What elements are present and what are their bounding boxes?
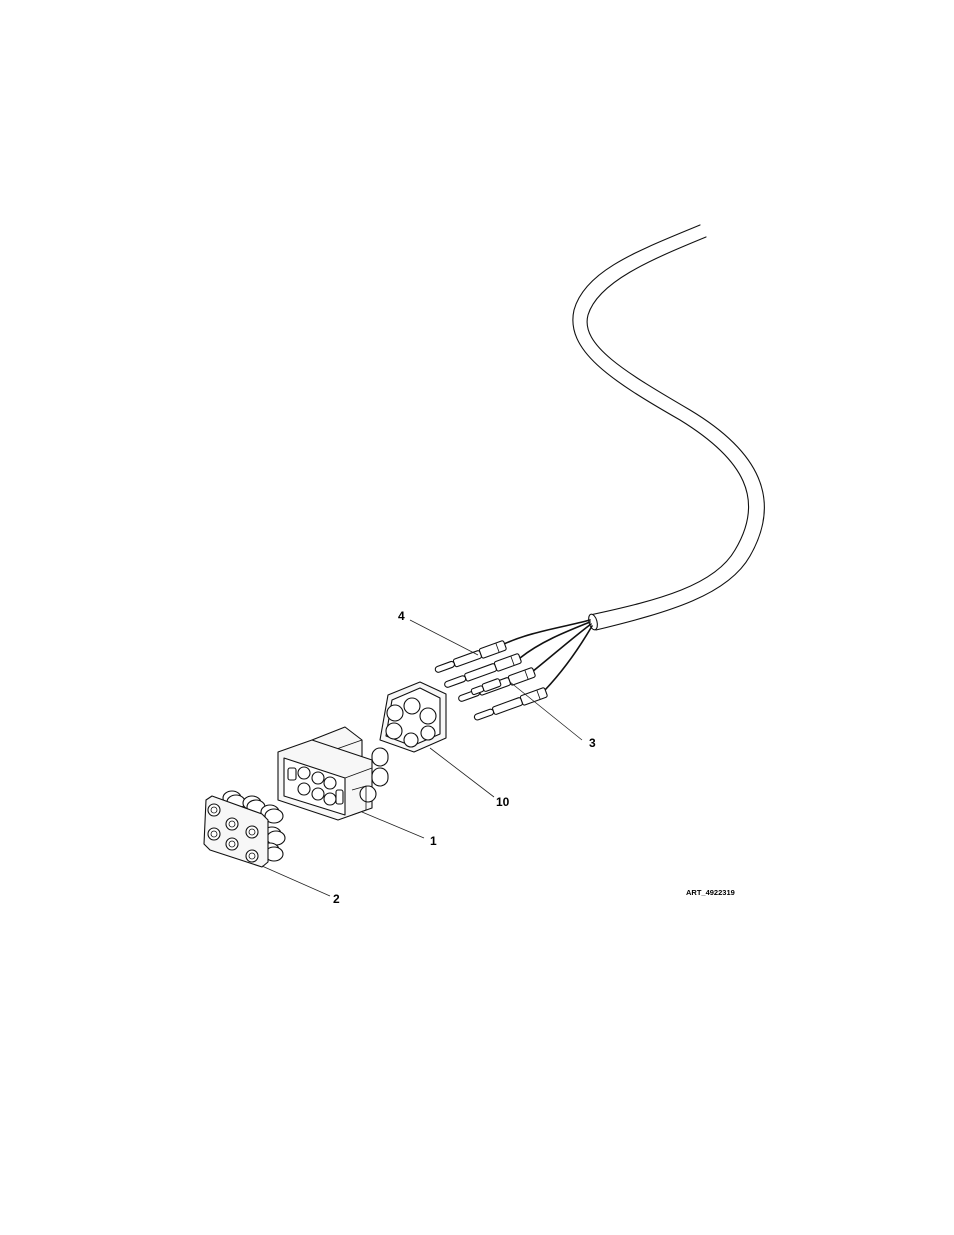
- callout-3: 3: [589, 736, 596, 750]
- connector-housing: [278, 727, 388, 820]
- grommet-plate: [204, 791, 285, 867]
- leader-4: [410, 620, 478, 655]
- leader-10: [430, 748, 494, 797]
- callout-2: 2: [333, 892, 340, 906]
- seal-plate: [380, 682, 446, 752]
- leader-1: [362, 812, 424, 838]
- cable: [573, 225, 765, 631]
- callout-4: 4: [398, 609, 405, 623]
- art-reference-label: ART_4922319: [686, 888, 735, 897]
- contacts: [434, 640, 548, 722]
- callouts: 4 3 10 1 2 ART_4922319: [333, 609, 735, 906]
- leader-2: [262, 866, 330, 896]
- callout-1: 1: [430, 834, 437, 848]
- callout-10: 10: [496, 795, 510, 809]
